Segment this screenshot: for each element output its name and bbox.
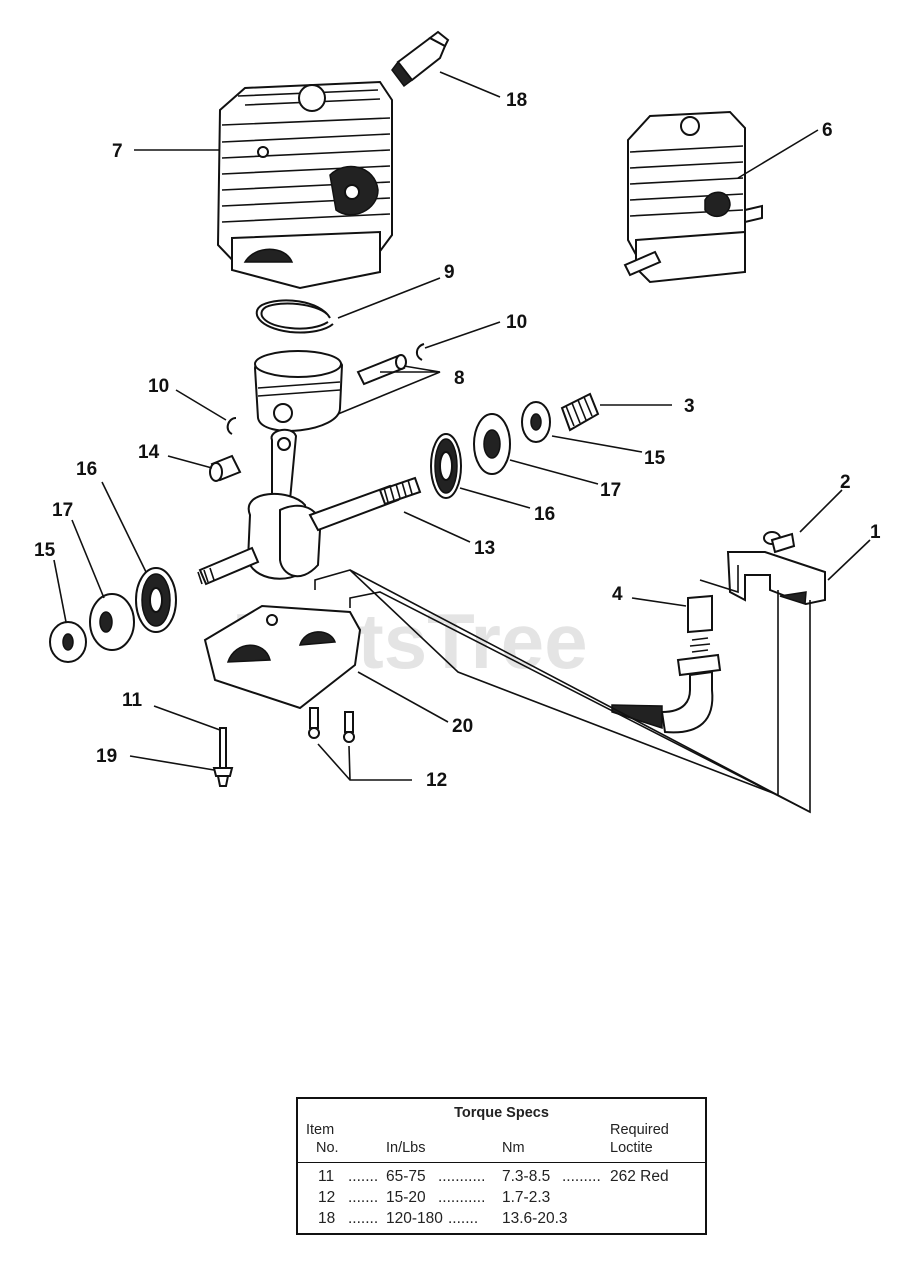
callout-18: 18 bbox=[506, 90, 527, 111]
header-item-line1: Item bbox=[306, 1122, 335, 1138]
table-row: 12 ....... 15-20 ........... 1.7-2.3 bbox=[298, 1189, 705, 1210]
row-in-lbs: 120-180 bbox=[386, 1210, 443, 1227]
callout-7: 7 bbox=[112, 141, 123, 162]
bearing-left-part bbox=[135, 567, 177, 633]
cylinder-part bbox=[216, 80, 393, 290]
washer-right-part bbox=[521, 401, 551, 443]
header-item-line2: No. bbox=[316, 1140, 339, 1156]
row-dots: ........... bbox=[438, 1189, 486, 1206]
crankshaft-part bbox=[197, 428, 422, 586]
piston-part bbox=[226, 343, 425, 435]
table-row: 11 ....... 65-75 ........... 7.3-8.5 ...… bbox=[298, 1168, 705, 1189]
group-bracket-piston bbox=[337, 365, 441, 415]
callout-12: 12 bbox=[426, 770, 447, 791]
row-dots: ....... bbox=[348, 1189, 379, 1206]
screw-long-part bbox=[212, 727, 234, 787]
row-nm: 13.6-20.3 bbox=[502, 1210, 568, 1227]
callout-13: 13 bbox=[474, 538, 495, 559]
row-nm: 1.7-2.3 bbox=[502, 1189, 551, 1206]
seal-right-part bbox=[473, 413, 511, 475]
header-loctite-line2: Loctite bbox=[610, 1140, 653, 1156]
header-rule bbox=[298, 1162, 705, 1163]
row-item: 12 bbox=[318, 1189, 336, 1206]
callout-2: 2 bbox=[840, 472, 851, 493]
callout-19: 19 bbox=[96, 746, 117, 767]
leader-lines bbox=[53, 71, 871, 771]
callout-17-right: 17 bbox=[600, 480, 621, 501]
torque-specs-title: Torque Specs bbox=[454, 1105, 549, 1121]
row-in-lbs: 65-75 bbox=[386, 1168, 426, 1185]
row-nm: 7.3-8.5 bbox=[502, 1168, 551, 1185]
group-bracket-oil bbox=[699, 565, 739, 594]
callout-1: 1 bbox=[870, 522, 881, 543]
callout-10-lower: 10 bbox=[148, 376, 169, 397]
callout-8: 8 bbox=[454, 368, 465, 389]
exploded-parts-diagram: PartsTree bbox=[34, 30, 881, 814]
row-dots: ........... bbox=[438, 1168, 486, 1185]
callout-15-left: 15 bbox=[34, 540, 56, 561]
row-dots: ......... bbox=[562, 1168, 601, 1185]
row-item: 18 bbox=[318, 1210, 336, 1227]
oil-pickup-part bbox=[611, 594, 722, 734]
callout-16-right: 16 bbox=[534, 504, 555, 525]
piston-ring-part bbox=[255, 299, 334, 334]
torque-specs-table: Torque Specs Item No. In/Lbs Nm Required… bbox=[296, 1097, 707, 1235]
row-dots: ....... bbox=[448, 1210, 479, 1227]
row-dots: ....... bbox=[348, 1210, 379, 1227]
washer-left-part bbox=[49, 621, 87, 663]
mounting-bracket-part bbox=[726, 551, 826, 606]
group-bracket-inner bbox=[349, 591, 811, 813]
callout-14: 14 bbox=[138, 442, 160, 463]
callout-11: 11 bbox=[122, 690, 143, 711]
screw-short-part bbox=[308, 707, 355, 743]
callout-17-left: 17 bbox=[52, 500, 73, 521]
bearing-right-part bbox=[430, 433, 462, 499]
callout-20: 20 bbox=[452, 716, 473, 737]
spark-plug-part bbox=[391, 30, 450, 88]
header-in-lbs: In/Lbs bbox=[386, 1140, 426, 1156]
engine-assembly-part bbox=[623, 110, 763, 284]
callout-3: 3 bbox=[684, 396, 695, 417]
callout-15-right: 15 bbox=[644, 448, 666, 469]
row-item: 11 bbox=[318, 1168, 335, 1185]
callout-16-left: 16 bbox=[76, 459, 97, 480]
needle-bearing-part bbox=[209, 454, 242, 482]
callout-10-upper: 10 bbox=[506, 312, 527, 333]
group-bracket-screws bbox=[317, 743, 412, 781]
row-loctite: 262 Red bbox=[610, 1168, 669, 1185]
table-row: 18 ....... 120-180 ....... 13.6-20.3 bbox=[298, 1210, 705, 1231]
callout-labels: 18 7 6 9 10 10 8 3 14 15 16 17 16 17 15 … bbox=[34, 90, 881, 791]
seal-left-part bbox=[89, 593, 135, 651]
header-loctite-line1: Required bbox=[610, 1122, 669, 1138]
header-nm: Nm bbox=[502, 1140, 525, 1156]
callout-4: 4 bbox=[612, 584, 623, 605]
bolt-part bbox=[763, 531, 796, 554]
row-in-lbs: 15-20 bbox=[386, 1189, 426, 1206]
callout-9: 9 bbox=[444, 262, 455, 283]
spring-part bbox=[560, 392, 600, 432]
row-dots: ....... bbox=[348, 1168, 379, 1185]
callout-6: 6 bbox=[822, 120, 833, 141]
crankcase-part bbox=[203, 604, 362, 710]
